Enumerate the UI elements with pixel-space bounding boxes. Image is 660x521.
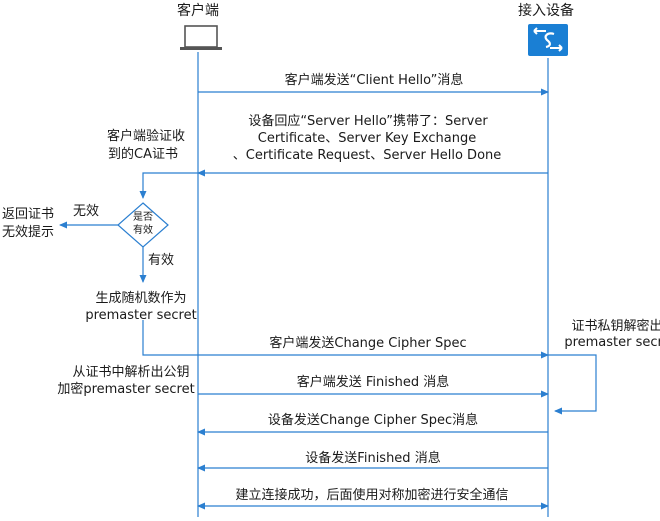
client-hello-label: 客户端发送“Client Hello”消息 — [284, 73, 464, 88]
invalid-label: 无效 — [73, 204, 100, 219]
decision-label-line1: 是否 — [133, 212, 153, 223]
verify-note-line1: 客户端验证收 — [106, 129, 186, 144]
verify-flow-arrow — [139, 172, 198, 199]
decrypt-note-line1: 证书私钥解密出 — [571, 319, 660, 334]
invalid-result-line2: 无效提示 — [2, 225, 55, 240]
decrypt-note-line2: premaster secret — [564, 335, 660, 350]
device-change-cipher-label: 设备发送Change Cipher Spec消息 — [267, 413, 479, 428]
encrypt-note-line2: 加密premaster secret — [57, 382, 195, 397]
device-finished-label: 设备发送Finished 消息 — [305, 451, 441, 466]
random-note-line1: 生成随机数作为 — [95, 291, 187, 306]
client-change-cipher-label: 客户端发送Change Cipher Spec — [269, 336, 467, 351]
server-hello-label-line1: 设备回应“Server Hello”携带了：Server — [248, 114, 488, 129]
server-hello-label-line2: Certificate、Server Key Exchange — [257, 131, 477, 146]
invalid-result-line1: 返回证书 — [2, 207, 55, 222]
client-finished-label: 客户端发送 Finished 消息 — [296, 375, 450, 390]
device-title: 接入设备 — [518, 3, 574, 19]
random-note-line2: premaster secret — [85, 308, 197, 323]
encrypt-note-line1: 从证书中解析出公钥 — [72, 365, 190, 380]
server-hello-label-line3: 、Certificate Request、Server Hello Done — [232, 148, 502, 163]
client-title: 客户端 — [177, 3, 219, 19]
laptop-icon — [180, 25, 222, 50]
random-to-lifeline-line — [142, 320, 198, 356]
verify-note-line2: 到的CA证书 — [108, 147, 178, 162]
decrypt-loop-arrow — [548, 354, 597, 415]
secure-channel-label: 建立连接成功，后面使用对称加密进行安全通信 — [235, 488, 509, 503]
decision-label-line2: 有效 — [133, 225, 153, 236]
switch-icon — [528, 24, 568, 56]
valid-label: 有效 — [148, 253, 175, 268]
